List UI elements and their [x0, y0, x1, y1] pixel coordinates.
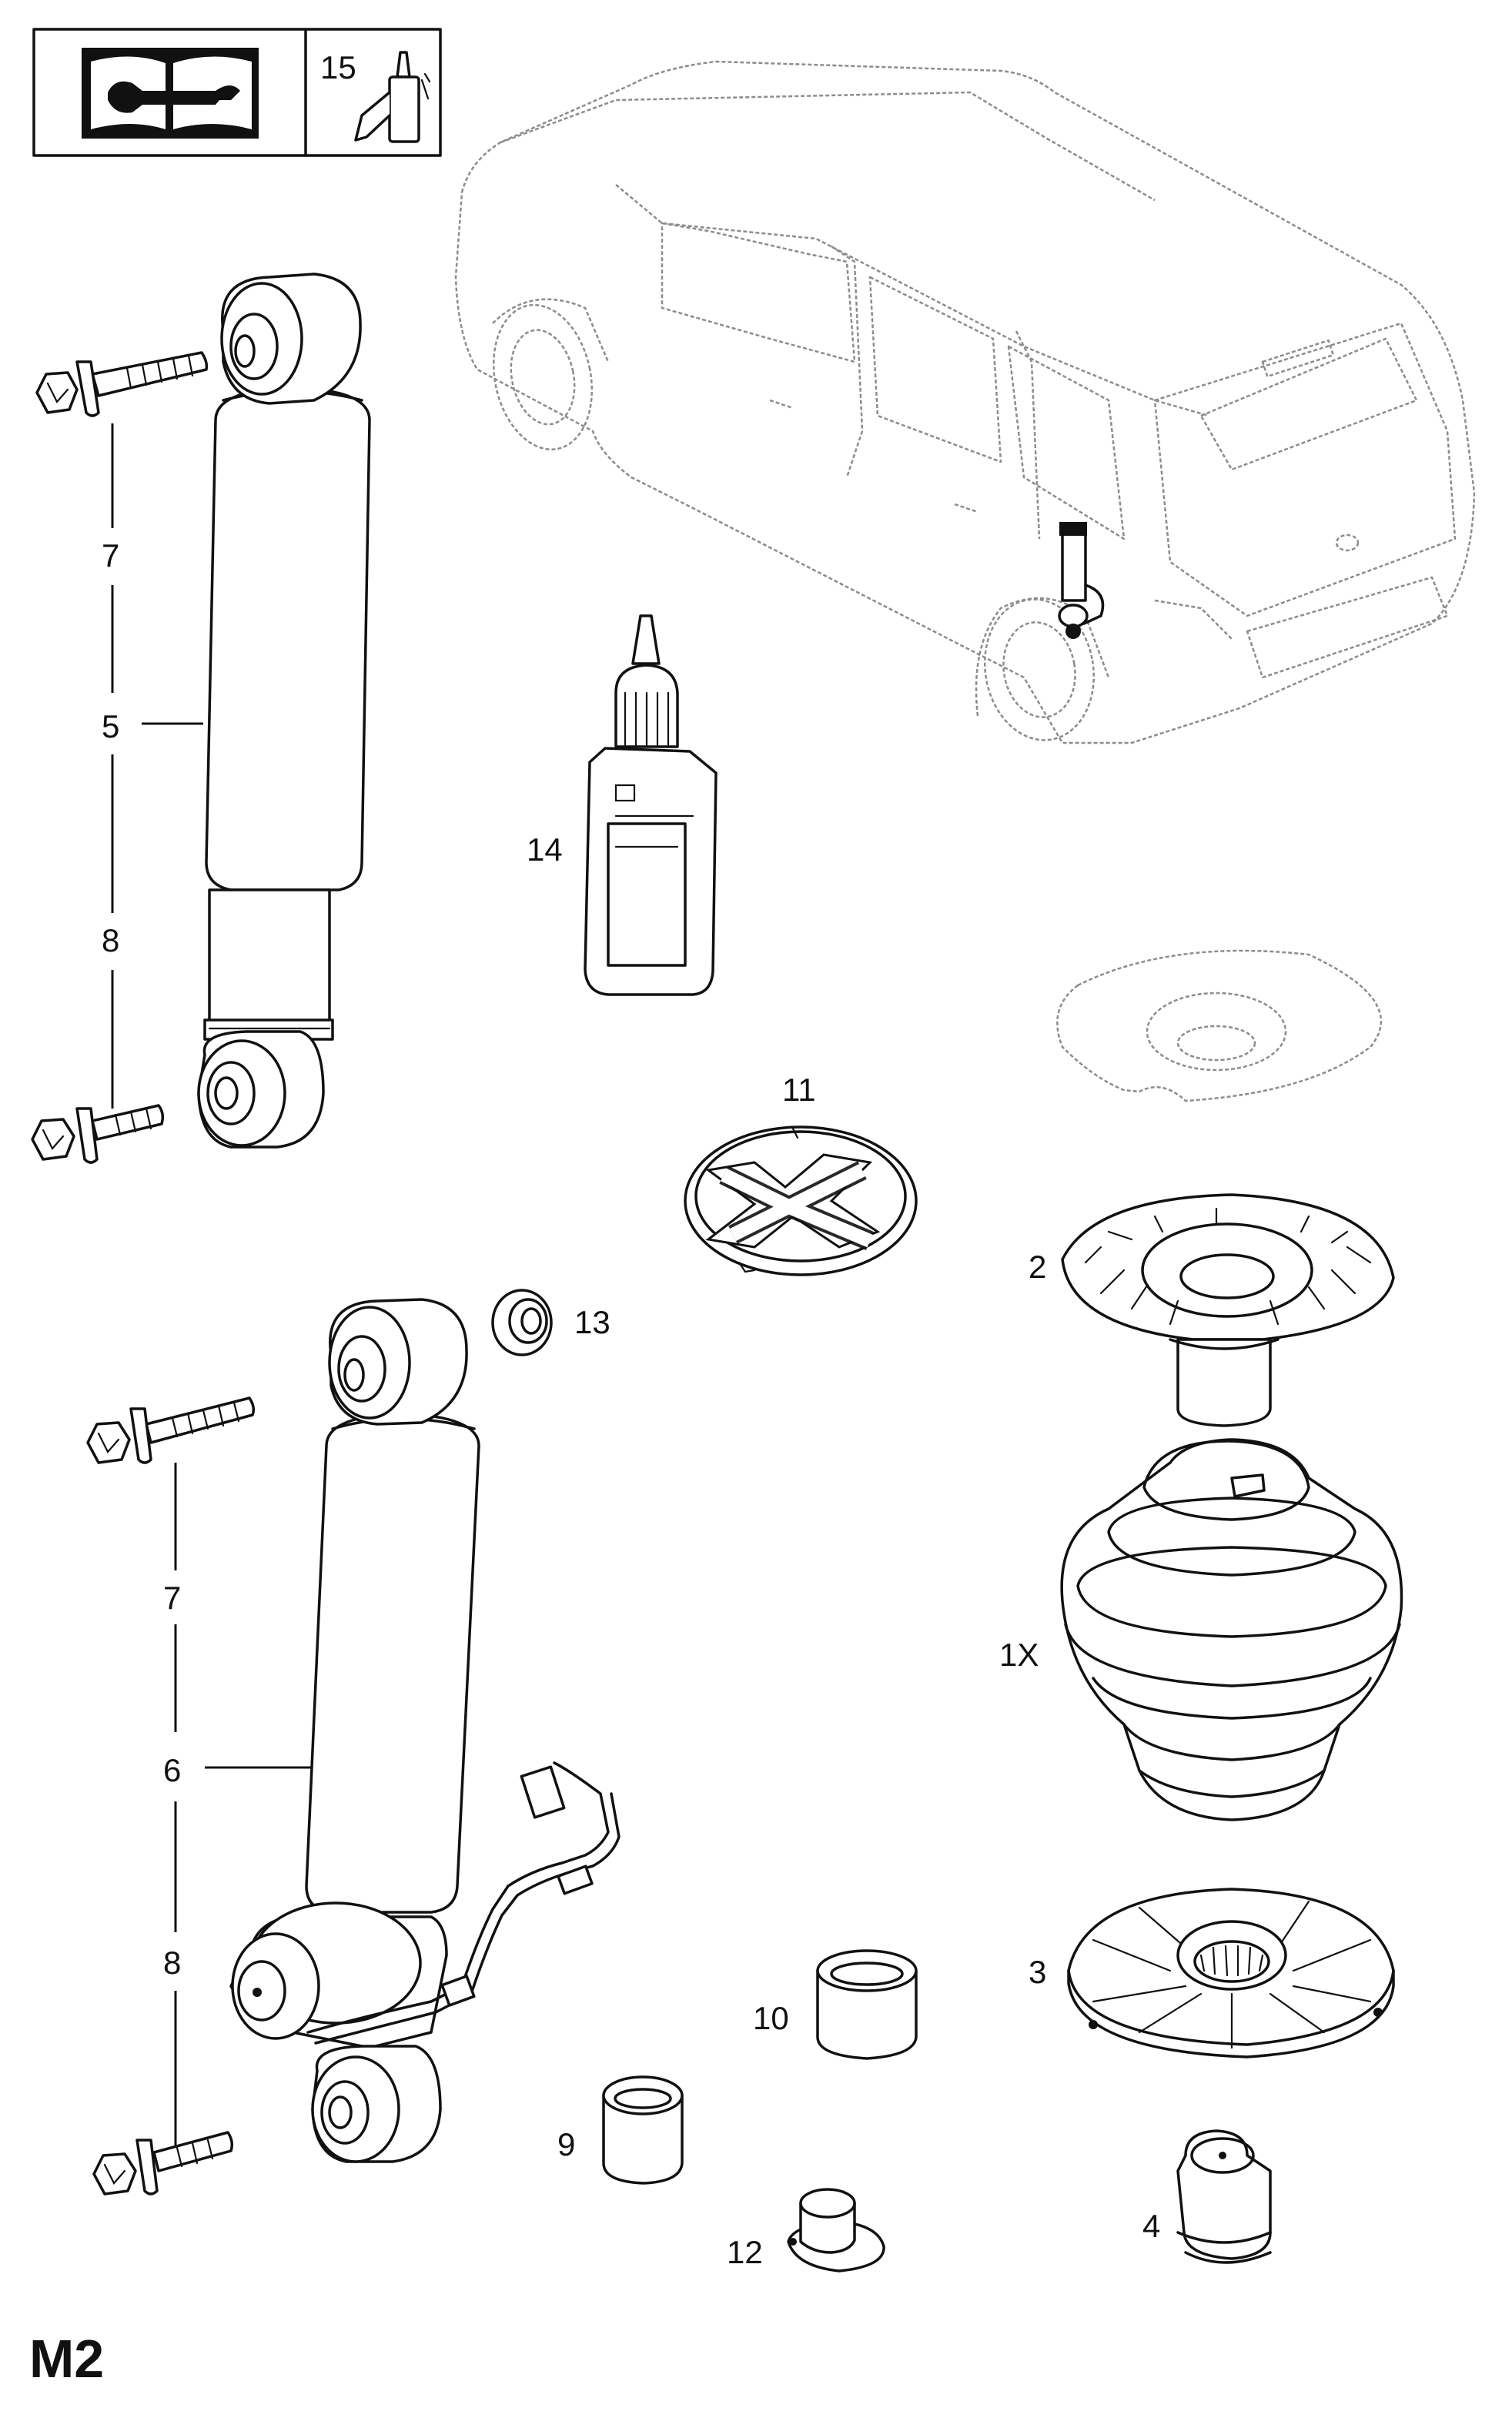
shock-absorber-location-marker [1058, 522, 1105, 639]
reference-number-label: 15 [320, 49, 356, 85]
callout-1x: 1X [999, 1637, 1039, 1673]
service-manual-wrench-book-icon [82, 48, 259, 139]
page-code: M2 [29, 2329, 104, 2389]
callout-7-lower: 7 [163, 1580, 181, 1616]
bolt-upper-bottom [31, 1104, 165, 1164]
callout-8-lower: 8 [163, 1945, 181, 1981]
callout-6: 6 [163, 1752, 181, 1788]
callout-4: 4 [1142, 2208, 1160, 2244]
leader-lines [111, 423, 311, 2148]
callout-10: 10 [753, 2000, 789, 2036]
bolt-lower-bottom [92, 2131, 234, 2196]
bolt-lower-top [86, 1396, 256, 1464]
bushing-small [602, 2075, 684, 2185]
retaining-clip [787, 2188, 885, 2273]
lower-spring-seat [1067, 1888, 1395, 2058]
vehicle-illustration [454, 60, 1476, 744]
fluid-bottle [584, 614, 718, 996]
upper-spring-seat [1061, 1193, 1395, 1427]
callout-7-upper: 7 [102, 537, 119, 574]
flange-nut [491, 1289, 553, 1356]
callout-14: 14 [527, 831, 563, 868]
bump-stop [1176, 2129, 1272, 2264]
header-box: 15 [32, 28, 442, 157]
shock-absorber-upper [197, 273, 371, 1149]
callout-12: 12 [727, 2234, 763, 2270]
callout-9: 9 [557, 2126, 575, 2162]
callout-5: 5 [102, 708, 119, 744]
callout-labels: 1X 2 3 4 5 6 7 8 7 8 9 10 11 12 13 14 [102, 537, 1160, 2270]
bushing-large [816, 1949, 918, 2060]
callout-8-upper: 8 [102, 922, 119, 958]
shock-absorber-lower [229, 1298, 621, 2163]
bolt-upper-top [35, 351, 209, 417]
callout-2: 2 [1029, 1249, 1046, 1285]
callout-13: 13 [574, 1304, 610, 1340]
spring-seat-outline [1056, 949, 1383, 1102]
callout-11: 11 [782, 1072, 816, 1108]
callout-3: 3 [1029, 1954, 1046, 1990]
sealant-tube-icon [354, 51, 431, 143]
coil-spring [1060, 1438, 1403, 1821]
protective-cap [684, 1125, 918, 1276]
